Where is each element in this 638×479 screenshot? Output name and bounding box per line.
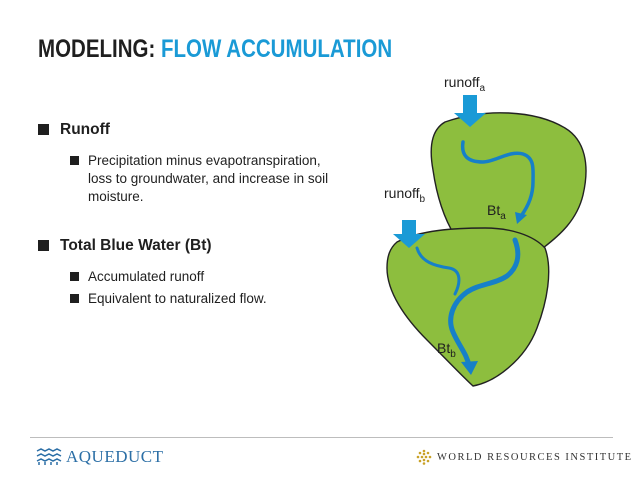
sub-bullet-text: Precipitation minus evapotranspiration, … (88, 153, 329, 204)
wri-logo-text: WORLD RESOURCES INSTITUTE (437, 451, 633, 463)
river-b-main-icon (448, 237, 521, 369)
bt-b-label: Btb (437, 340, 456, 360)
basin-b-shape (386, 227, 550, 387)
sub-bullet-naturalized-flow: Equivalent to naturalized flow. (38, 290, 348, 308)
river-b-tributary-icon (415, 246, 461, 296)
bullet-label: Total Blue Water (Bt) (60, 237, 212, 254)
river-b-arrowhead-icon (461, 361, 478, 375)
bt-a-label: Bta (487, 202, 506, 222)
bullet-list: Runoff Precipitation minus evapotranspir… (38, 120, 368, 308)
sub-bullet-accumulated-runoff: Accumulated runoff (38, 268, 348, 286)
runoff-arrow-b-shaft (402, 220, 416, 234)
runoff-arrow-a-icon (454, 113, 486, 127)
page-title: MODELING: FLOW ACCUMULATION (38, 35, 392, 64)
sub-bullet-runoff-definition: Precipitation minus evapotranspiration, … (38, 152, 348, 206)
runoff-arrow-a-shaft (463, 95, 477, 113)
sub-bullet-square-icon (70, 156, 79, 165)
bullet-runoff: Runoff (38, 120, 368, 140)
sub-bullet-text: Accumulated runoff (88, 269, 205, 284)
sub-bullet-square-icon (70, 272, 79, 281)
bullet-square-icon (38, 240, 49, 251)
river-a-arrowhead-icon (515, 212, 527, 224)
river-a-icon (460, 140, 535, 218)
aqueduct-logo-text: AQUEDUCT (66, 447, 164, 466)
wri-logo: WORLD RESOURCES INSTITUTE (416, 449, 633, 465)
bullet-label: Runoff (60, 121, 110, 138)
runoff-arrow-b-icon (393, 234, 425, 248)
aqueduct-waves-icon (36, 448, 62, 465)
title-highlight: FLOW ACCUMULATION (161, 35, 393, 63)
sub-bullet-square-icon (70, 294, 79, 303)
sub-bullet-text: Equivalent to naturalized flow. (88, 291, 267, 306)
bullet-square-icon (38, 124, 49, 135)
aqueduct-logo: AQUEDUCT (36, 447, 164, 467)
runoff-b-label: runoffb (384, 185, 426, 205)
basin-a-shape (430, 112, 587, 249)
bullet-total-blue-water: Total Blue Water (Bt) (38, 236, 368, 256)
runoff-a-label: runoffa (444, 74, 486, 94)
wri-logo-icon (416, 449, 432, 465)
footer-divider (30, 437, 613, 438)
title-prefix: MODELING: (38, 35, 156, 63)
flow-accumulation-diagram: runoffa runoffb Bta Btb (384, 74, 587, 387)
